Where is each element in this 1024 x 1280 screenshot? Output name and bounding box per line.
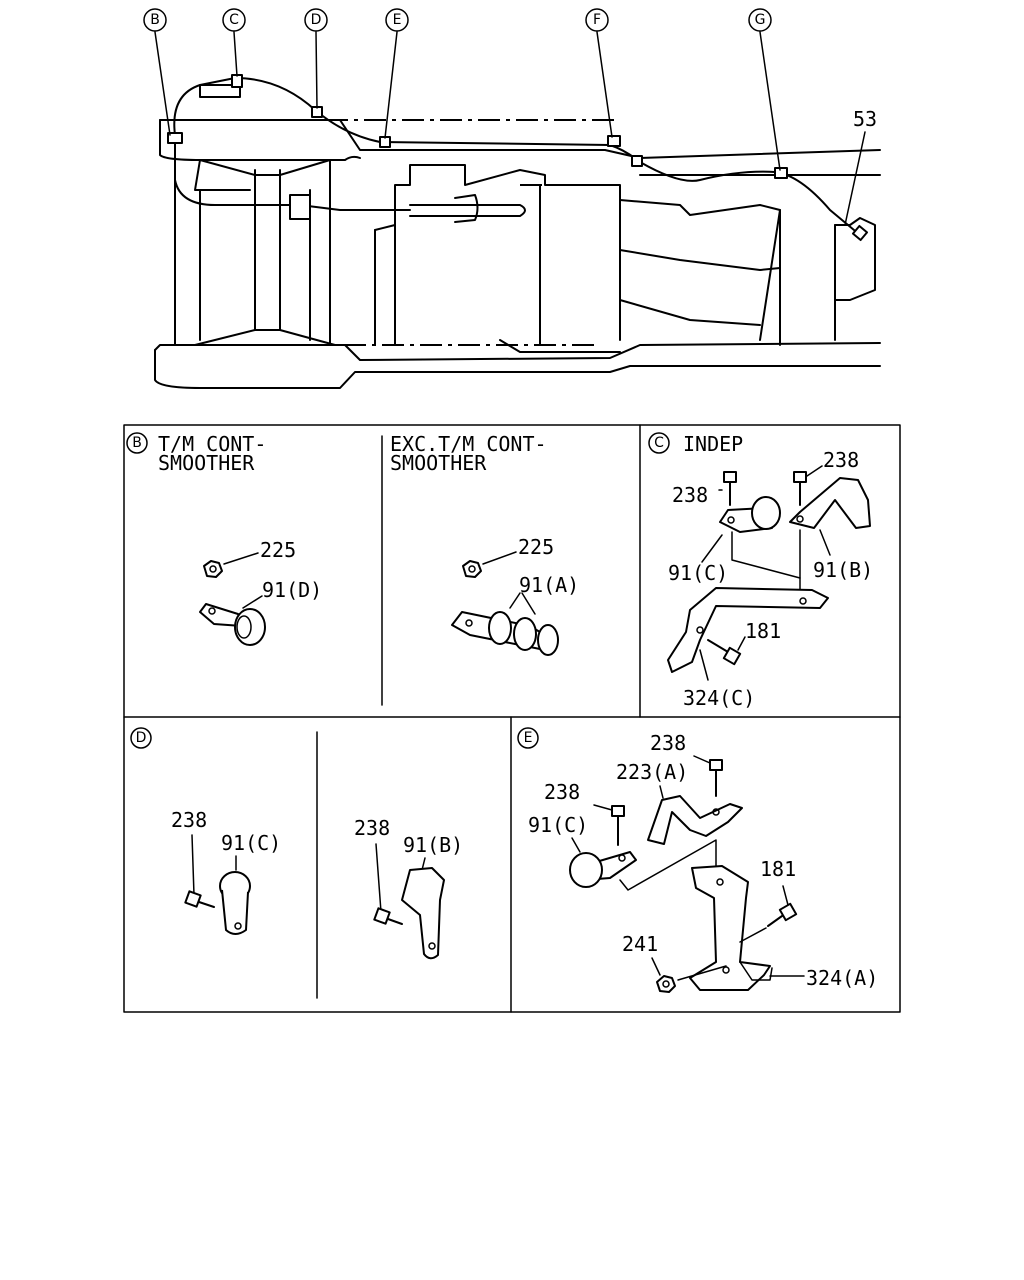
label-223a: 223(A) (616, 760, 688, 784)
panel-b-left-title-1: T/M CONT- (158, 432, 266, 456)
label-181-e: 181 (760, 857, 796, 881)
clip-91a (451, 611, 559, 656)
label-91d: 91(D) (262, 578, 322, 602)
callout-c: C (222, 8, 246, 32)
clip-91c-d (219, 871, 251, 935)
bolt-238-c-right (793, 471, 807, 506)
panel-e-marker: E (524, 730, 533, 746)
label-225-left: 225 (260, 538, 296, 562)
clip-91d (199, 603, 266, 646)
clip-91b-c (789, 477, 871, 529)
clip-91c-c (719, 496, 781, 533)
label-241: 241 (622, 932, 658, 956)
callout-e-label: E (393, 12, 402, 28)
label-91b-d: 91(B) (403, 833, 463, 857)
label-238-d-right: 238 (354, 816, 390, 840)
callout-leaders (154, 31, 866, 226)
part-53-label: 53 (853, 107, 877, 131)
callout-g-label: G (755, 12, 766, 28)
clip-91c-e (569, 851, 637, 888)
clip-223a (647, 795, 743, 845)
panel-d: D 238 91(C) 238 91(B) (130, 727, 463, 960)
callout-e: E (385, 8, 409, 32)
panel-c-title: INDEP (683, 432, 743, 456)
callout-f: F (585, 8, 609, 32)
bracket-324c (667, 587, 829, 673)
panel-c: C INDEP 238 238 91(C) 91(B) (648, 432, 873, 710)
panel-b-right-title-1: EXC.T/M CONT- (390, 432, 547, 456)
callout-c-label: C (229, 12, 239, 28)
bracket-324a (689, 865, 773, 991)
label-238-c-left: 238 (672, 483, 708, 507)
callout-d-label: D (311, 12, 322, 28)
label-324a: 324(A) (806, 966, 878, 990)
label-238-c-right: 238 (823, 448, 859, 472)
label-238-e-mid: 238 (544, 780, 580, 804)
bolt-181-e (767, 902, 798, 927)
nut-225-left (203, 560, 223, 578)
clip-91b-d (401, 867, 445, 960)
label-91c-e: 91(C) (528, 813, 588, 837)
panel-b-left-title-2: SMOOTHER (158, 451, 255, 475)
nut-225-right (462, 560, 482, 578)
label-238-e-top: 238 (650, 731, 686, 755)
label-91c-c: 91(C) (668, 561, 728, 585)
panel-d-marker: D (136, 730, 147, 746)
panel-b-right-title-2: SMOOTHER (390, 451, 487, 475)
chassis-overview: B C D E F G 53 (143, 8, 881, 389)
bolt-238-e-mid (611, 805, 625, 846)
label-91c-d: 91(C) (221, 831, 281, 855)
upper-frame-rail (159, 119, 881, 191)
speedometer-cable (167, 74, 869, 242)
detail-panels-frame (123, 424, 901, 1013)
callout-g: G (748, 8, 772, 32)
bolt-181-c (707, 639, 742, 666)
nut-241 (656, 975, 676, 993)
bolt-238-d-left (184, 890, 215, 908)
label-238-d-left: 238 (171, 808, 207, 832)
bolt-238-e-top (709, 759, 723, 797)
panel-b: B T/M CONT- SMOOTHER EXC.T/M CONT- SMOOT… (126, 432, 579, 656)
callout-d: D (304, 8, 328, 32)
callout-f-label: F (593, 12, 601, 28)
lower-frame-rail (154, 342, 881, 389)
transmission-body (374, 164, 781, 353)
label-324c: 324(C) (683, 686, 755, 710)
bolt-238-d-right (373, 907, 403, 925)
rear-housing (759, 209, 876, 341)
panel-c-marker: C (654, 435, 664, 451)
label-181-c: 181 (745, 619, 781, 643)
crossmember (174, 159, 336, 346)
bolt-238-c-left (723, 471, 737, 506)
panel-b-marker: B (132, 435, 142, 451)
callout-b: B (143, 8, 167, 32)
label-91b-c: 91(B) (813, 558, 873, 582)
callout-b-label: B (150, 12, 160, 28)
label-91a: 91(A) (519, 573, 579, 597)
panel-e: E 238 223(A) 238 91(C) (517, 727, 878, 993)
label-225-right: 225 (518, 535, 554, 559)
